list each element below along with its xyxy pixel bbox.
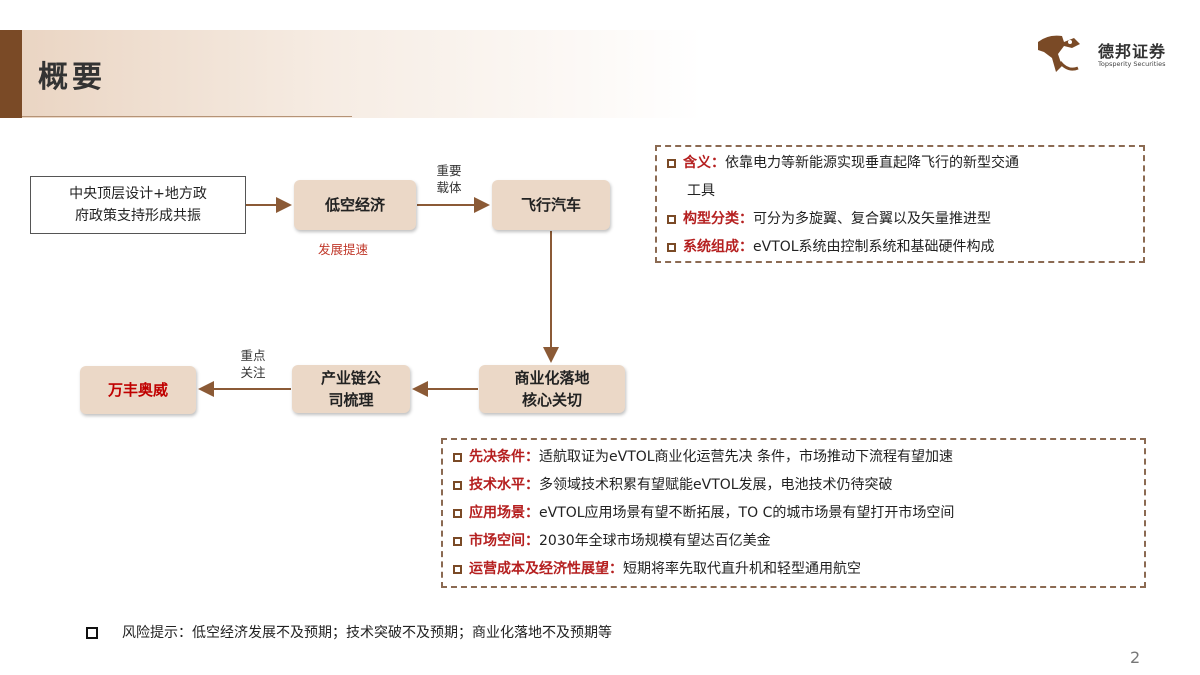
info-line-definition-cont: 工具 xyxy=(687,183,715,199)
checkbox-square-icon xyxy=(453,565,462,574)
commercialization-info-box: 先决条件：适航取证为eVTOL商业化运营先决 条件，市场推动下流程有望加速 技术… xyxy=(441,438,1146,588)
title-accent-bar xyxy=(0,30,22,118)
policy-box: 中央顶层设计+地方政 府政策支持形成共振 xyxy=(30,176,246,234)
logo-icon xyxy=(1034,34,1084,74)
info-line-technology: 技术水平：多领域技术积累有望赋能eVTOL发展，电池技术仍待突破 xyxy=(453,471,1134,499)
checkbox-square-icon xyxy=(453,537,462,546)
commercialization-box: 商业化落地 核心关切 xyxy=(479,365,625,413)
risk-warning: 风险提示：低空经济发展不及预期；技术突破不及预期；商业化落地不及预期等 xyxy=(122,625,612,641)
checkbox-square-icon xyxy=(667,159,676,168)
info-line-configuration: 构型分类：可分为多旋翼、复合翼以及矢量推进型 xyxy=(667,205,1133,233)
focus-label-line-2: 关注 xyxy=(240,365,266,380)
industry-line-2: 司梳理 xyxy=(328,391,374,409)
logo-name: 德邦证券 xyxy=(1098,42,1167,61)
logo-subtitle: Topsperity Securities xyxy=(1098,60,1166,68)
info-line-scenarios: 应用场景：eVTOL应用场景有望不断拓展，TO C的城市场景有望打开市场空间 xyxy=(453,499,1134,527)
accelerate-label: 发展提速 xyxy=(318,242,369,257)
carrier-label: 重要 载体 xyxy=(428,162,470,196)
industry-chain-box: 产业链公 司梳理 xyxy=(292,365,410,413)
focus-label: 重点 关注 xyxy=(232,347,274,381)
checkbox-square-icon xyxy=(667,243,676,252)
flying-car-box: 飞行汽车 xyxy=(492,180,610,230)
policy-line-2: 府政策支持形成共振 xyxy=(74,208,201,224)
carrier-label-line-2: 载体 xyxy=(436,180,462,195)
checkbox-square-icon xyxy=(667,215,676,224)
industry-line-1: 产业链公 xyxy=(320,369,381,387)
info-line-definition: 含义：依靠电力等新能源实现垂直起降飞行的新型交通 xyxy=(667,149,1133,177)
definition-info-box: 含义：依靠电力等新能源实现垂直起降飞行的新型交通 工具 构型分类：可分为多旋翼、… xyxy=(655,145,1145,263)
commercial-line-2: 核心关切 xyxy=(521,391,582,409)
policy-line-1: 中央顶层设计+地方政 xyxy=(69,186,207,202)
title-underline xyxy=(22,116,352,117)
wanfeng-aowei-box: 万丰奥威 xyxy=(80,366,196,414)
commercial-line-1: 商业化落地 xyxy=(514,369,590,387)
info-line-market-size: 市场空间：2030年全球市场规模有望达百亿美金 xyxy=(453,527,1134,555)
risk-bullet-icon xyxy=(86,627,98,639)
info-line-economics: 运营成本及经济性展望：短期将率先取代直升机和轻型通用航空 xyxy=(453,555,1134,583)
carrier-label-line-1: 重要 xyxy=(436,163,462,178)
page-number: 2 xyxy=(1130,648,1141,667)
info-line-system: 系统组成：eVTOL系统由控制系统和基础硬件构成 xyxy=(667,233,1133,261)
checkbox-square-icon xyxy=(453,453,462,462)
low-altitude-economy-box: 低空经济 xyxy=(294,180,416,230)
checkbox-square-icon xyxy=(453,509,462,518)
title-band xyxy=(22,30,702,118)
info-line-prerequisite: 先决条件：适航取证为eVTOL商业化运营先决 条件，市场推动下流程有望加速 xyxy=(453,443,1134,471)
page-title: 概要 xyxy=(38,60,106,95)
focus-label-line-1: 重点 xyxy=(240,348,266,363)
checkbox-square-icon xyxy=(453,481,462,490)
